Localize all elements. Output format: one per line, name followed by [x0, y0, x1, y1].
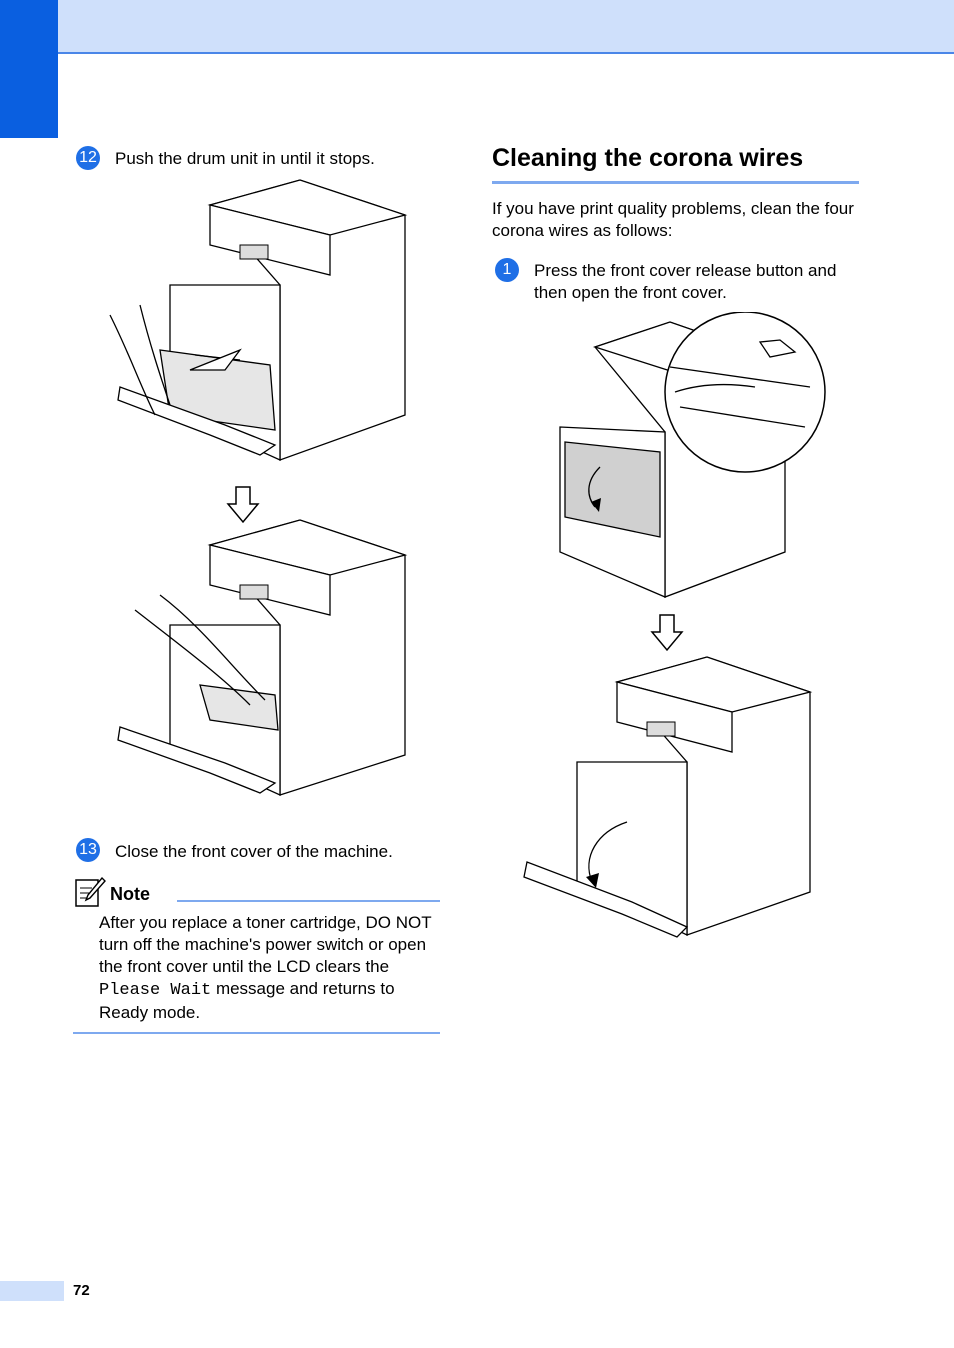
down-arrow-icon-2 [650, 614, 684, 652]
note-text-before: After you replace a toner cartridge, DO … [99, 913, 432, 976]
note-rule-top [177, 900, 440, 902]
page-number: 72 [73, 1282, 90, 1299]
step-13-badge: 13 [76, 838, 100, 862]
front-cover-release-illustration [559, 312, 826, 598]
step-12-text: Push the drum unit in until it stops. [115, 149, 375, 168]
drum-installed-illustration [117, 519, 408, 797]
section-title: Cleaning the corona wires [492, 144, 804, 172]
footer-band [0, 1281, 64, 1301]
step-1-text: Press the front cover release button and… [534, 261, 837, 302]
note-body: After you replace a toner cartridge, DO … [99, 912, 444, 1024]
down-arrow-icon [226, 486, 260, 524]
section-title-rule [492, 181, 859, 184]
chapter-tab [0, 0, 58, 138]
note-text-after: message and returns to Ready mode. [99, 979, 395, 1022]
note-pencil-icon [75, 876, 106, 907]
note-rule-bottom [73, 1032, 440, 1034]
push-drum-illustration [109, 179, 408, 462]
step-13-text: Close the front cover of the machine. [115, 842, 393, 861]
note-title: Note [110, 884, 150, 904]
step-12-badge: 12 [76, 146, 100, 170]
note-lcd-message: Please Wait [99, 981, 212, 1000]
front-cover-open-illustration [523, 656, 813, 938]
header-band [0, 0, 954, 54]
step-1-badge: 1 [495, 258, 519, 282]
section-intro: If you have print quality problems, clea… [492, 199, 854, 240]
